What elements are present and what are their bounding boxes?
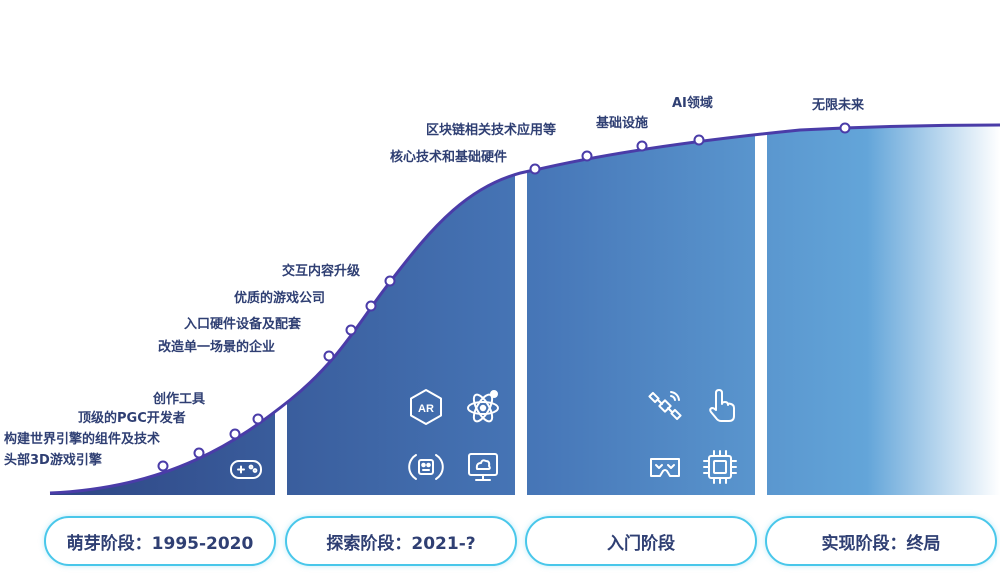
- milestone-label: AI领域: [672, 96, 713, 111]
- stage-pill-exploration: 探索阶段：2021-?: [285, 516, 517, 566]
- milestone-dot: [323, 350, 335, 362]
- milestone-label: 构建世界引擎的组件及技术: [4, 432, 161, 447]
- milestone-label: 区块链相关技术应用等: [426, 123, 557, 138]
- milestone-dot: [252, 413, 264, 425]
- milestone-dot: [384, 275, 396, 287]
- milestone-label: 头部3D游戏引擎: [4, 453, 102, 468]
- milestone-dot: [529, 163, 541, 175]
- milestone-label: 顶级的PGC开发者: [78, 411, 186, 426]
- atom-icon: [463, 387, 503, 427]
- milestone-label: 基础设施: [596, 116, 649, 131]
- stage-pill-entry: 入门阶段: [525, 516, 757, 566]
- chip-icon: [700, 447, 740, 487]
- vr-headset-icon: [645, 447, 685, 487]
- milestone-label: 改造单一场景的企业: [158, 340, 276, 355]
- milestone-dot: [157, 460, 169, 472]
- stage-divider-1: [275, 120, 287, 500]
- milestone-label: 无限未来: [812, 98, 865, 113]
- milestone-dot: [636, 140, 648, 152]
- ar-icon: AR: [406, 387, 446, 427]
- milestone-dot: [693, 134, 705, 146]
- milestone-label: 入口硬件设备及配套: [184, 317, 302, 332]
- touch-hand-icon: [700, 386, 740, 426]
- growth-curve-line: [49, 123, 1000, 495]
- milestone-label: 核心技术和基础硬件: [390, 150, 508, 165]
- milestone-dot: [345, 324, 357, 336]
- milestone-dots: [157, 122, 851, 472]
- game-controller-icon: [226, 449, 266, 489]
- cloud-monitor-icon: [463, 447, 503, 487]
- milestone-label: 优质的游戏公司: [234, 291, 326, 306]
- stage-divider-3: [755, 120, 767, 500]
- milestone-label: 交互内容升级: [282, 264, 361, 279]
- stage-pill-sprouting: 萌芽阶段：1995-2020: [44, 516, 276, 566]
- milestone-label: 创作工具: [153, 392, 206, 407]
- milestone-dot: [365, 300, 377, 312]
- milestone-dot: [581, 150, 593, 162]
- milestone-dot: [229, 428, 241, 440]
- milestone-dot: [193, 447, 205, 459]
- stage-pill-realization: 实现阶段：终局: [765, 516, 997, 566]
- stage-divider-2: [515, 120, 527, 500]
- svg-text:AR: AR: [418, 403, 434, 415]
- milestone-dot: [839, 122, 851, 134]
- face-scan-icon: [406, 447, 446, 487]
- satellite-icon: [645, 386, 685, 426]
